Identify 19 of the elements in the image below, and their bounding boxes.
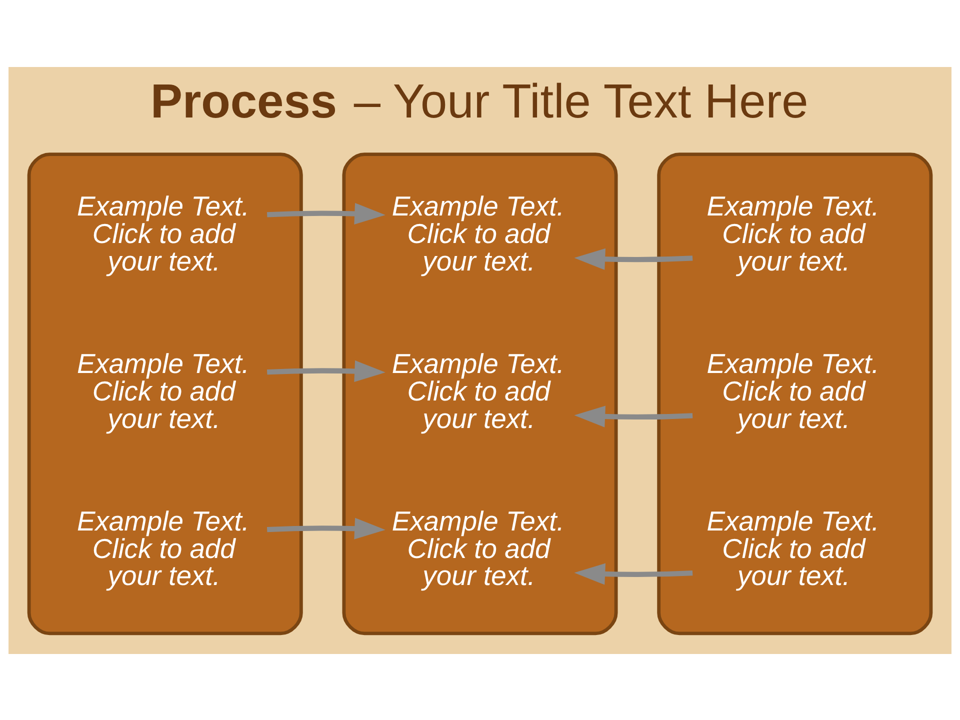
- node-text: Example Text. Click to add your text.: [392, 347, 564, 434]
- arrow: [266, 202, 386, 224]
- diagram-title: Process – Your Title Text Here: [150, 74, 808, 128]
- node-text: Example Text. Click to add your text.: [392, 504, 564, 591]
- node-text: Example Text. Click to add your text.: [76, 504, 250, 591]
- arrow: [574, 248, 693, 270]
- node-text: Example Text. Click to add your text.: [706, 347, 880, 434]
- arrow: [574, 405, 693, 427]
- arrow: [266, 517, 386, 539]
- node-text: Example Text. Click to add your text.: [76, 347, 250, 434]
- arrow: [266, 360, 386, 382]
- node-text: Example Text. Click to add your text.: [76, 190, 250, 276]
- node-text: Example Text. Click to add your text.: [706, 504, 880, 591]
- node-text: Example Text. Click to add your text.: [706, 190, 880, 276]
- cluster: [657, 152, 933, 635]
- node-text: Example Text. Click to add your text.: [392, 190, 564, 276]
- arrow: [574, 562, 693, 584]
- cluster: [342, 152, 618, 635]
- cluster: [27, 152, 303, 635]
